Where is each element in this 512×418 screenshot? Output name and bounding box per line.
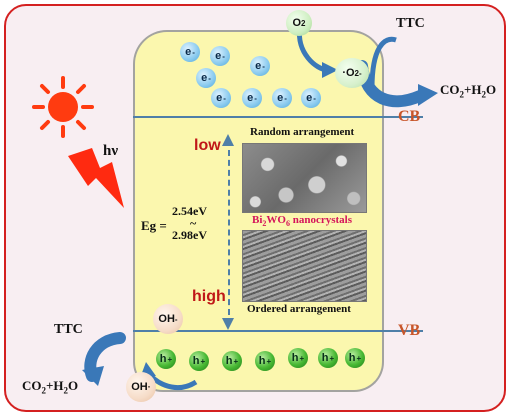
- eg-tilde: ~: [190, 216, 197, 230]
- ttc-top-arrowhead-icon: [418, 84, 438, 106]
- hole: h+: [255, 351, 275, 371]
- band-gap-dashed-line: [228, 140, 230, 325]
- electron: e-: [211, 88, 231, 108]
- sem-micrograph-ordered: [242, 230, 367, 302]
- lightning-bolt-icon: [68, 148, 124, 208]
- eg-lower-value: 2.98eV: [172, 228, 207, 242]
- arrowhead-up-icon: [222, 134, 234, 146]
- hydroxyl-radical: OH·: [126, 372, 156, 402]
- co2-h2o-top-label: CO2+H2O: [440, 82, 497, 100]
- hole: h+: [189, 351, 209, 371]
- sem-micrograph-random: [242, 143, 367, 213]
- electron: e-: [180, 42, 200, 62]
- hole: h+: [318, 348, 338, 368]
- electron: e-: [301, 88, 321, 108]
- ttc-top-inlet-arrow: [369, 36, 397, 89]
- electron: e-: [196, 68, 216, 88]
- micrograph-middle-caption: Bi2WO6 nanocrystals: [252, 214, 352, 229]
- high-label: high: [192, 288, 226, 305]
- ttc-bottom-arrowhead-icon: [82, 366, 104, 386]
- hole: h+: [222, 351, 242, 371]
- cb-label: CB: [398, 108, 421, 125]
- co2-h2o-bottom-label: CO2+H2O: [22, 378, 79, 396]
- eg-prefix: Eg =: [141, 218, 167, 233]
- ttc-top-label: TTC: [396, 16, 425, 31]
- electron: e-: [250, 56, 270, 76]
- ttc-bottom-label: TTC: [54, 322, 83, 337]
- electron: e-: [272, 88, 292, 108]
- vb-label: VB: [398, 322, 421, 339]
- electron: e-: [242, 88, 262, 108]
- hv-label: hν: [103, 143, 119, 159]
- electron: e-: [210, 46, 230, 66]
- valence-band-edge-line: [133, 330, 423, 332]
- conduction-band-edge-line: [133, 116, 423, 118]
- eg-upper-value: 2.54eV: [172, 204, 207, 218]
- hole: h+: [345, 348, 365, 368]
- hole: h+: [156, 349, 176, 369]
- low-label: low: [194, 137, 221, 154]
- micrograph-bottom-caption: Ordered arrangement: [247, 303, 351, 315]
- sun-icon: [32, 76, 94, 138]
- hydroxide-ion: OH-: [153, 304, 183, 334]
- arrowhead-down-icon: [222, 318, 234, 330]
- micrograph-top-caption: Random arrangement: [250, 126, 355, 138]
- o2-reduction-arrowhead-icon: [322, 62, 338, 78]
- hole: h+: [288, 348, 308, 368]
